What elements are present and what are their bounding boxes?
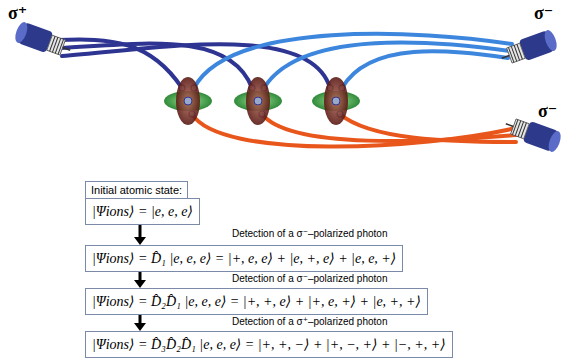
edge-label: Detection of a σ⁻–polarized photon bbox=[230, 273, 389, 284]
state-equation: |Ψions⟩ = D̂₁ |e, e, e⟩ = |+, e, e⟩ + |e… bbox=[85, 245, 403, 272]
state-box: |Ψions⟩ = D̂₂D̂₁ |e, e, e⟩ = |+, +, e⟩ +… bbox=[85, 288, 428, 315]
edge-label: Detection of a σ⁻–polarized photon bbox=[230, 228, 389, 239]
state-box: |Ψions⟩ = D̂₁ |e, e, e⟩ = |+, e, e⟩ + |e… bbox=[85, 245, 403, 272]
flow-arrow bbox=[134, 315, 146, 331]
state-equation: |Ψions⟩ = |e, e, e⟩ bbox=[85, 198, 200, 225]
state-box: Initial atomic state:|Ψions⟩ = |e, e, e⟩ bbox=[85, 181, 200, 225]
flow-arrow bbox=[134, 272, 146, 288]
polarization-label: σ⁻ bbox=[538, 100, 557, 122]
flow-arrow bbox=[134, 225, 146, 245]
polarization-label: σ⁺ bbox=[8, 2, 27, 24]
state-box: |Ψions⟩ = D̂₃D̂₂D̂₁ |e, e, e⟩ = |+, +, −… bbox=[85, 331, 453, 358]
state-equation: |Ψions⟩ = D̂₂D̂₁ |e, e, e⟩ = |+, +, e⟩ +… bbox=[85, 288, 428, 315]
state-equation: |Ψions⟩ = D̂₃D̂₂D̂₁ |e, e, e⟩ = |+, +, −… bbox=[85, 331, 453, 358]
polarization-label: σ⁻ bbox=[534, 2, 553, 24]
edge-label: Detection of a σ⁺–polarized photon bbox=[230, 316, 389, 327]
box-heading: Initial atomic state: bbox=[85, 181, 188, 198]
